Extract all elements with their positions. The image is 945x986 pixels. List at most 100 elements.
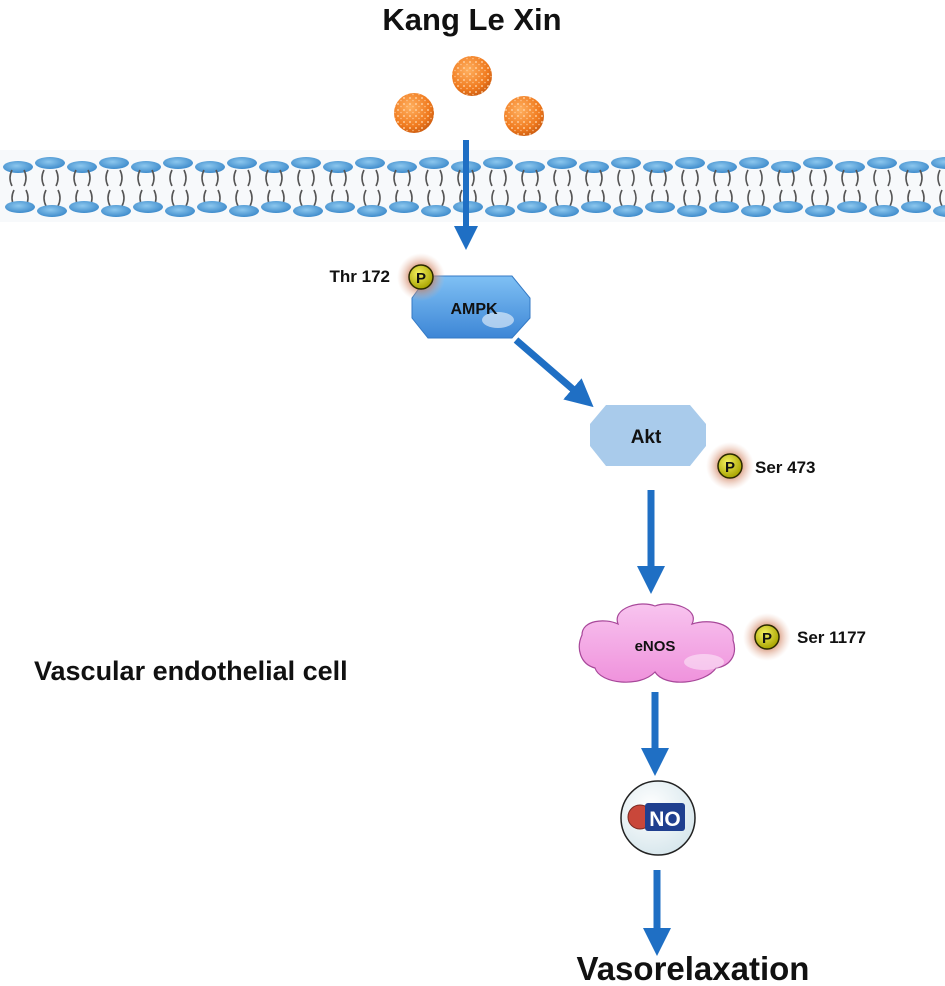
lipid-head: [355, 157, 385, 169]
lipid-head: [611, 157, 641, 169]
lipid-tail: [875, 189, 893, 207]
lipid-tail: [425, 169, 443, 187]
lipid-head: [805, 205, 835, 217]
lipid-tail: [201, 169, 219, 187]
lipid-tail: [681, 169, 699, 187]
lipid-head: [165, 205, 195, 217]
phospho-symbol: P: [416, 270, 426, 287]
lipid-tail: [393, 169, 411, 187]
lipid-tail: [137, 169, 155, 187]
lipid-tail: [553, 169, 571, 187]
lipid-head: [931, 157, 945, 169]
lipid-head: [291, 157, 321, 169]
lipid-tail: [745, 169, 763, 187]
lipid-head: [677, 205, 707, 217]
compound-particle-texture: [504, 96, 544, 136]
phospho-ampk: P Thr 172: [330, 253, 445, 301]
lipid-head: [387, 161, 417, 173]
lipid-head: [419, 157, 449, 169]
lipid-head: [741, 205, 771, 217]
lipid-tail: [809, 169, 827, 187]
lipid-head: [579, 161, 609, 173]
lipid-tail: [363, 189, 381, 207]
lipid-head: [933, 205, 945, 217]
lipid-tail: [265, 169, 283, 187]
lipid-tail: [777, 169, 795, 187]
lipid-head: [739, 157, 769, 169]
lipid-head: [195, 161, 225, 173]
lipid-tail: [521, 169, 539, 187]
phospho-symbol: P: [762, 630, 772, 647]
akt-label: Akt: [631, 427, 662, 448]
phospho-site-thr172: Thr 172: [330, 267, 390, 286]
lipid-head: [613, 205, 643, 217]
lipid-head: [485, 205, 515, 217]
lipid-head: [645, 201, 675, 213]
lipid-tail: [939, 189, 943, 207]
title-label: Kang Le Xin: [382, 2, 561, 37]
lipid-head: [421, 205, 451, 217]
lipid-tail: [105, 169, 123, 187]
lipid-tail: [169, 169, 187, 187]
phospho-icon: [717, 453, 743, 479]
lipid-tail: [937, 169, 941, 187]
lipid-head: [837, 201, 867, 213]
no-badge: [645, 803, 685, 831]
lipid-tail: [585, 169, 603, 187]
lipid-head: [131, 161, 161, 173]
lipid-head: [69, 201, 99, 213]
lipid-head: [357, 205, 387, 217]
enos-label: eNOS: [635, 638, 676, 655]
lipid-tail: [427, 189, 445, 207]
no-node: NO: [620, 780, 696, 856]
lipid-tail: [329, 169, 347, 187]
lipid-tail: [43, 189, 61, 207]
lipid-head: [163, 157, 193, 169]
lipid-tail: [747, 189, 765, 207]
lipid-tail: [905, 169, 923, 187]
lipid-head: [707, 161, 737, 173]
lipid-head: [869, 205, 899, 217]
lipid-head: [867, 157, 897, 169]
lipid-head: [67, 161, 97, 173]
lipid-head: [483, 157, 513, 169]
phospho-icon: [754, 624, 780, 650]
lipid-head: [675, 157, 705, 169]
outcome-label: Vasorelaxation: [577, 950, 810, 986]
lipid-tail: [107, 189, 125, 207]
lipid-head: [261, 201, 291, 213]
lipid-head: [835, 161, 865, 173]
enos-highlight: [684, 654, 724, 670]
lipid-tail: [491, 189, 509, 207]
phospho-icon: [408, 264, 434, 290]
lipid-head: [515, 161, 545, 173]
lipid-tail: [299, 189, 317, 207]
lipid-head: [325, 201, 355, 213]
lipid-head: [773, 201, 803, 213]
lipid-head: [901, 201, 931, 213]
cell-membrane: [0, 150, 945, 222]
phospho-site-ser1177: Ser 1177: [797, 628, 866, 647]
lipid-head: [35, 157, 65, 169]
lipid-head: [899, 161, 929, 173]
arrow-ampk-to-akt: [513, 337, 594, 408]
akt-node: Akt: [590, 405, 706, 466]
lipid-head: [389, 201, 419, 213]
lipid-tail: [873, 169, 891, 187]
lipid-head: [5, 201, 35, 213]
lipid-head: [709, 201, 739, 213]
lipid-head: [227, 157, 257, 169]
lipid-head: [547, 157, 577, 169]
lipid-tail: [233, 169, 251, 187]
lipid-head: [323, 161, 353, 173]
no-label: NO: [649, 808, 681, 831]
enos-shape: [578, 603, 736, 683]
enos-node: eNOS: [578, 603, 736, 683]
phospho-akt: P Ser 473: [706, 442, 816, 490]
lipid-tail: [41, 169, 59, 187]
lipid-tail: [235, 189, 253, 207]
ampk-highlight: [482, 312, 514, 328]
lipid-head: [803, 157, 833, 169]
